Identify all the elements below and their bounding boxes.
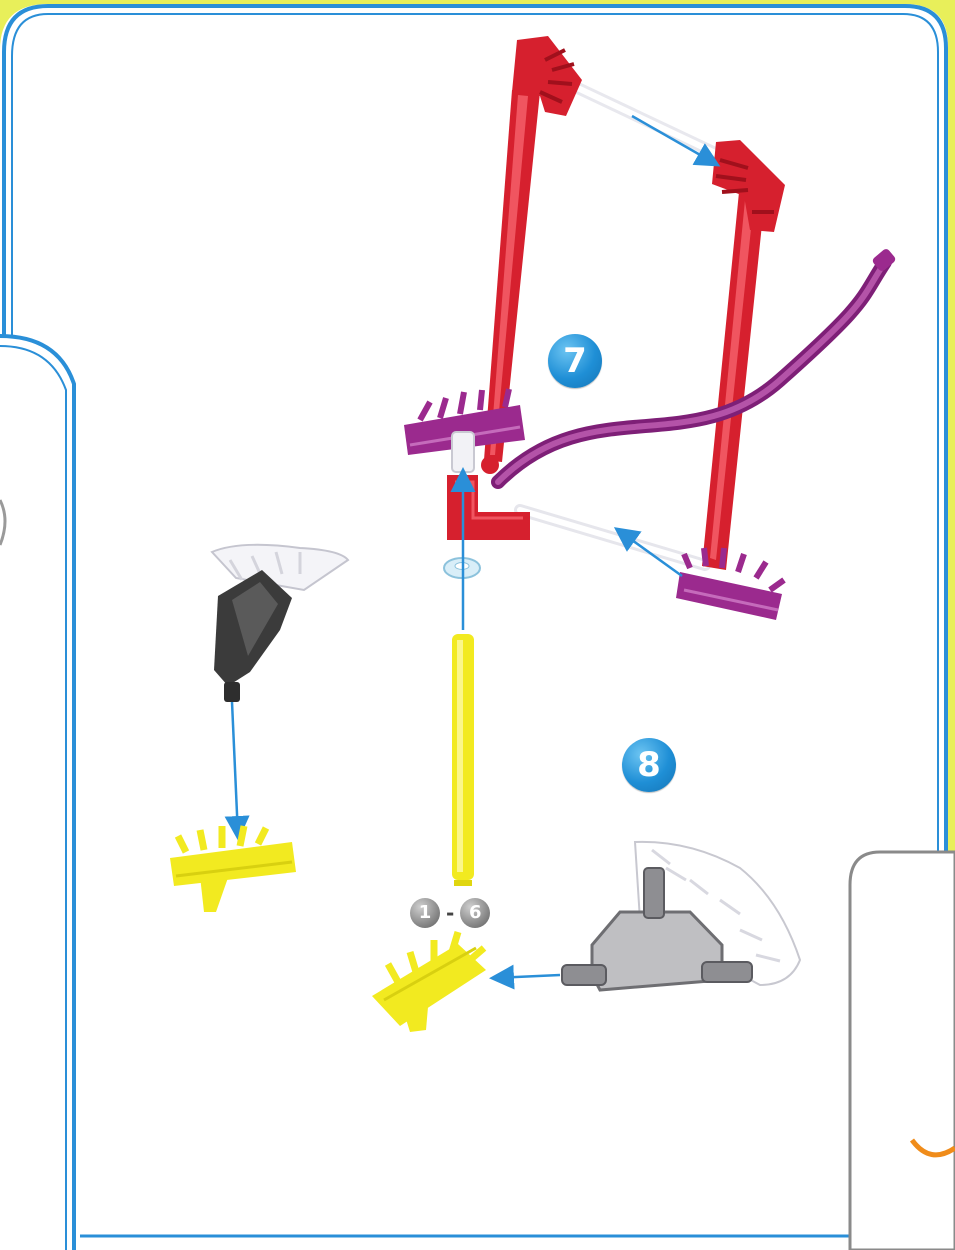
step-7-badge: 7	[548, 334, 602, 388]
range-separator: -	[446, 901, 454, 925]
range-start-badge: 1	[410, 898, 440, 928]
white-connector-small	[452, 432, 474, 472]
right-side-panel	[850, 852, 955, 1250]
red-ball-connector	[481, 456, 499, 474]
yellow-rod	[452, 634, 474, 886]
part-range-label: 1 - 6	[410, 897, 490, 929]
main-panel	[0, 4, 948, 1250]
range-end-badge: 6	[460, 898, 490, 928]
step-8-badge: 8	[622, 738, 676, 792]
